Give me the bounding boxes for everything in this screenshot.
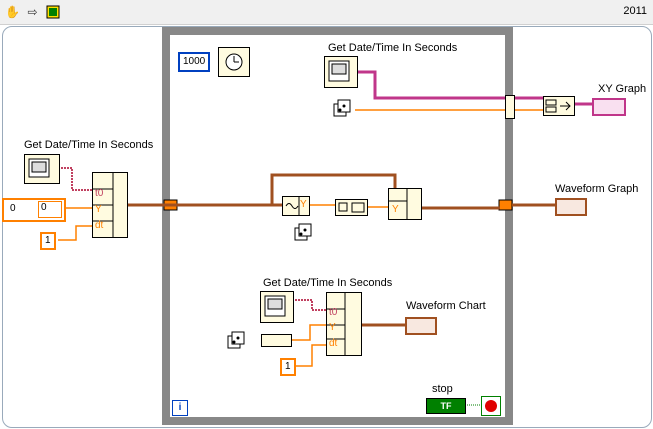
- tunnel-top[interactable]: [505, 95, 515, 119]
- get-time-node-3[interactable]: [260, 291, 294, 323]
- wait-timer-node[interactable]: [218, 47, 250, 77]
- bundle-node-top[interactable]: [543, 96, 575, 116]
- dt-term-1: dt: [95, 220, 104, 231]
- right-shift-register[interactable]: [498, 199, 513, 211]
- arrow-icon[interactable]: ⇨: [27, 4, 38, 19]
- waveform-graph-terminal[interactable]: [555, 198, 587, 216]
- random-dice-icon-3[interactable]: [226, 330, 246, 350]
- stop-condition-terminal[interactable]: [481, 396, 501, 416]
- t0-term-3: t0: [329, 307, 338, 318]
- y-term-1: Y: [95, 204, 102, 215]
- waveform-chart-label: Waveform Chart: [406, 300, 486, 312]
- while-loop[interactable]: [162, 27, 513, 425]
- waveform-chart-terminal[interactable]: [405, 317, 437, 335]
- dt-term-3: dt: [329, 338, 338, 349]
- xy-graph-label: XY Graph: [598, 83, 647, 95]
- random-dice-icon-2[interactable]: [293, 222, 313, 242]
- build-waveform-mid-2[interactable]: [388, 188, 422, 220]
- y-term-mid-2: Y: [392, 204, 399, 215]
- t0-term-1: t0: [95, 188, 104, 199]
- run-indicator-icon[interactable]: [44, 3, 61, 20]
- build-waveform-3[interactable]: [326, 292, 362, 356]
- xy-graph-terminal[interactable]: [592, 98, 626, 116]
- build-waveform-mid-1[interactable]: [282, 196, 310, 216]
- loop-iteration-terminal[interactable]: i: [172, 400, 188, 416]
- get-time-node-1[interactable]: [24, 154, 60, 184]
- stop-label: stop: [432, 383, 453, 395]
- dt-constant-2[interactable]: 1: [280, 358, 296, 376]
- y-term-mid-1: Y: [300, 199, 307, 210]
- array-index[interactable]: 0: [10, 203, 16, 214]
- get-time-label-1: Get Date/Time In Seconds: [24, 139, 154, 151]
- get-time-label-3: Get Date/Time In Seconds: [263, 277, 393, 289]
- version-label: 2011: [623, 5, 647, 17]
- array-value[interactable]: 0: [38, 201, 62, 218]
- array-constant[interactable]: 0 0: [2, 198, 66, 222]
- get-time-node-2[interactable]: [324, 56, 358, 88]
- build-waveform-1[interactable]: [92, 172, 128, 238]
- random-dice-icon-1[interactable]: [332, 98, 352, 118]
- waveform-graph-label: Waveform Graph: [555, 183, 639, 195]
- stop-control[interactable]: TF: [426, 398, 466, 414]
- to-array-node[interactable]: [261, 334, 292, 347]
- y-term-3: Y: [329, 322, 336, 333]
- build-array-node[interactable]: [335, 199, 368, 216]
- toolbar: ✋ ⇨ 2011: [0, 0, 653, 25]
- dt-constant-1[interactable]: 1: [40, 232, 56, 250]
- wait-ms-constant[interactable]: 1000: [178, 52, 211, 72]
- get-time-label-2: Get Date/Time In Seconds: [328, 42, 458, 54]
- hand-icon[interactable]: ✋: [5, 4, 20, 19]
